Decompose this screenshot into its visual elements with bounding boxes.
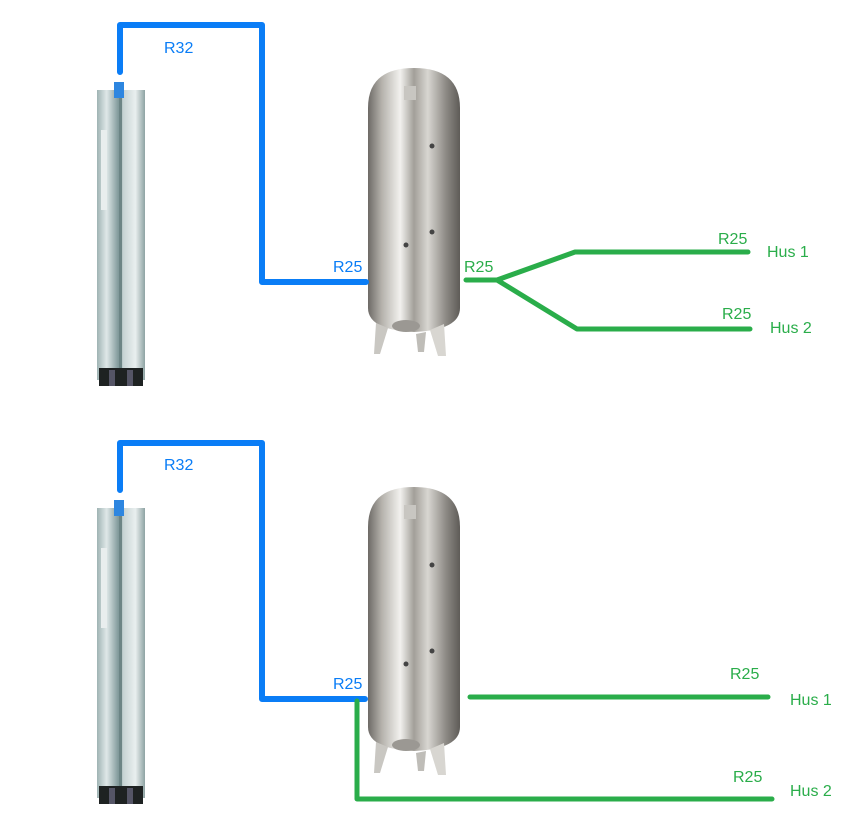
supply-pipe — [117, 22, 369, 285]
supply-pipe — [117, 440, 368, 702]
destination-label: Hus 1 — [767, 244, 809, 261]
pipe-size-label: R25 — [730, 666, 759, 683]
pipe-size-label: R25 — [333, 259, 362, 276]
diagram-2: R32 R25 R25 Hus 1 R25 Hus 2 — [97, 440, 832, 804]
pressure-tank-icon — [368, 487, 460, 775]
pipe-size-label: R32 — [164, 457, 193, 474]
pipe-size-label: R32 — [164, 40, 193, 57]
branch-pipe-hus-2 — [494, 277, 753, 332]
branch-pipe-hus-1 — [463, 249, 751, 283]
submersible-pump-icon — [97, 500, 145, 804]
pipe-size-label: R25 — [464, 259, 493, 276]
destination-label: Hus 2 — [770, 320, 812, 337]
destination-label: Hus 1 — [790, 692, 832, 709]
branch-pipe-hus-2 — [354, 698, 775, 802]
pipe-size-label: R25 — [733, 769, 762, 786]
submersible-pump-icon — [97, 82, 145, 386]
pipe-size-label: R25 — [333, 676, 362, 693]
diagram-1: R32 R25 R25 R25 Hus 1 R25 Hus 2 — [97, 22, 812, 386]
destination-label: Hus 2 — [790, 783, 832, 800]
pressure-tank-icon — [368, 68, 460, 356]
pipe-size-label: R25 — [718, 231, 747, 248]
pipe-size-label: R25 — [722, 306, 751, 323]
